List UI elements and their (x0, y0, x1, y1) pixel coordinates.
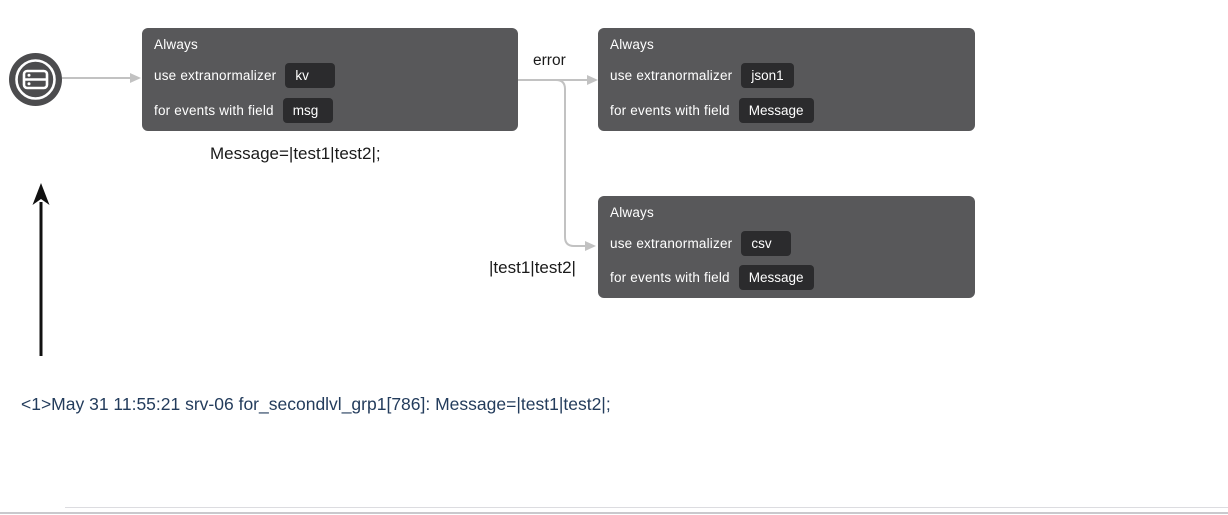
edge-error-label: error (533, 52, 566, 69)
field-sample-label: |test1|test2| (489, 258, 576, 277)
raw-syslog-line: <1>May 31 11:55:21 srv-06 for_secondlvl_… (21, 394, 611, 414)
edge-kv-to-csv-arrowhead (585, 241, 596, 251)
normalizer-row-label: use extranormalizer (610, 235, 733, 251)
edge-source-to-kv-arrowhead (130, 73, 141, 83)
event-source-node[interactable] (9, 53, 62, 106)
rule-node-json1[interactable]: Always use extranormalizer json1 for eve… (598, 28, 975, 131)
event-source-icon (12, 56, 59, 103)
field-value-input[interactable]: Message (738, 98, 814, 123)
normalizer-row-label: use extranormalizer (154, 68, 277, 83)
field-value-input[interactable]: Message (738, 265, 814, 290)
bottom-divider-thin (65, 507, 1228, 508)
field-value-input[interactable]: msg (282, 98, 333, 123)
field-row-label: for events with field (154, 103, 274, 118)
normalizer-value-input[interactable]: json1 (741, 63, 794, 88)
field-row-label: for events with field (610, 103, 730, 118)
node-condition-label: Always (610, 37, 654, 52)
field-row-label: for events with field (610, 270, 730, 285)
edge-kv-to-csv (555, 79, 585, 247)
bottom-divider-thick (0, 512, 1228, 514)
edge-kv-to-json1-arrowhead (587, 75, 598, 85)
normalizer-value-input[interactable]: csv (741, 230, 792, 256)
rule-node-kv[interactable]: Always use extranormalizer kv for events… (142, 28, 518, 131)
normalizer-row-label: use extranormalizer (610, 68, 733, 83)
node-condition-label: Always (154, 37, 198, 52)
node-condition-label: Always (610, 205, 654, 220)
rule-node-csv[interactable]: Always use extranormalizer csv for event… (598, 196, 975, 298)
up-arrow (32, 183, 50, 356)
message-sample-label: Message=|test1|test2|; (210, 144, 381, 163)
normalizer-value-input[interactable]: kv (285, 63, 336, 88)
